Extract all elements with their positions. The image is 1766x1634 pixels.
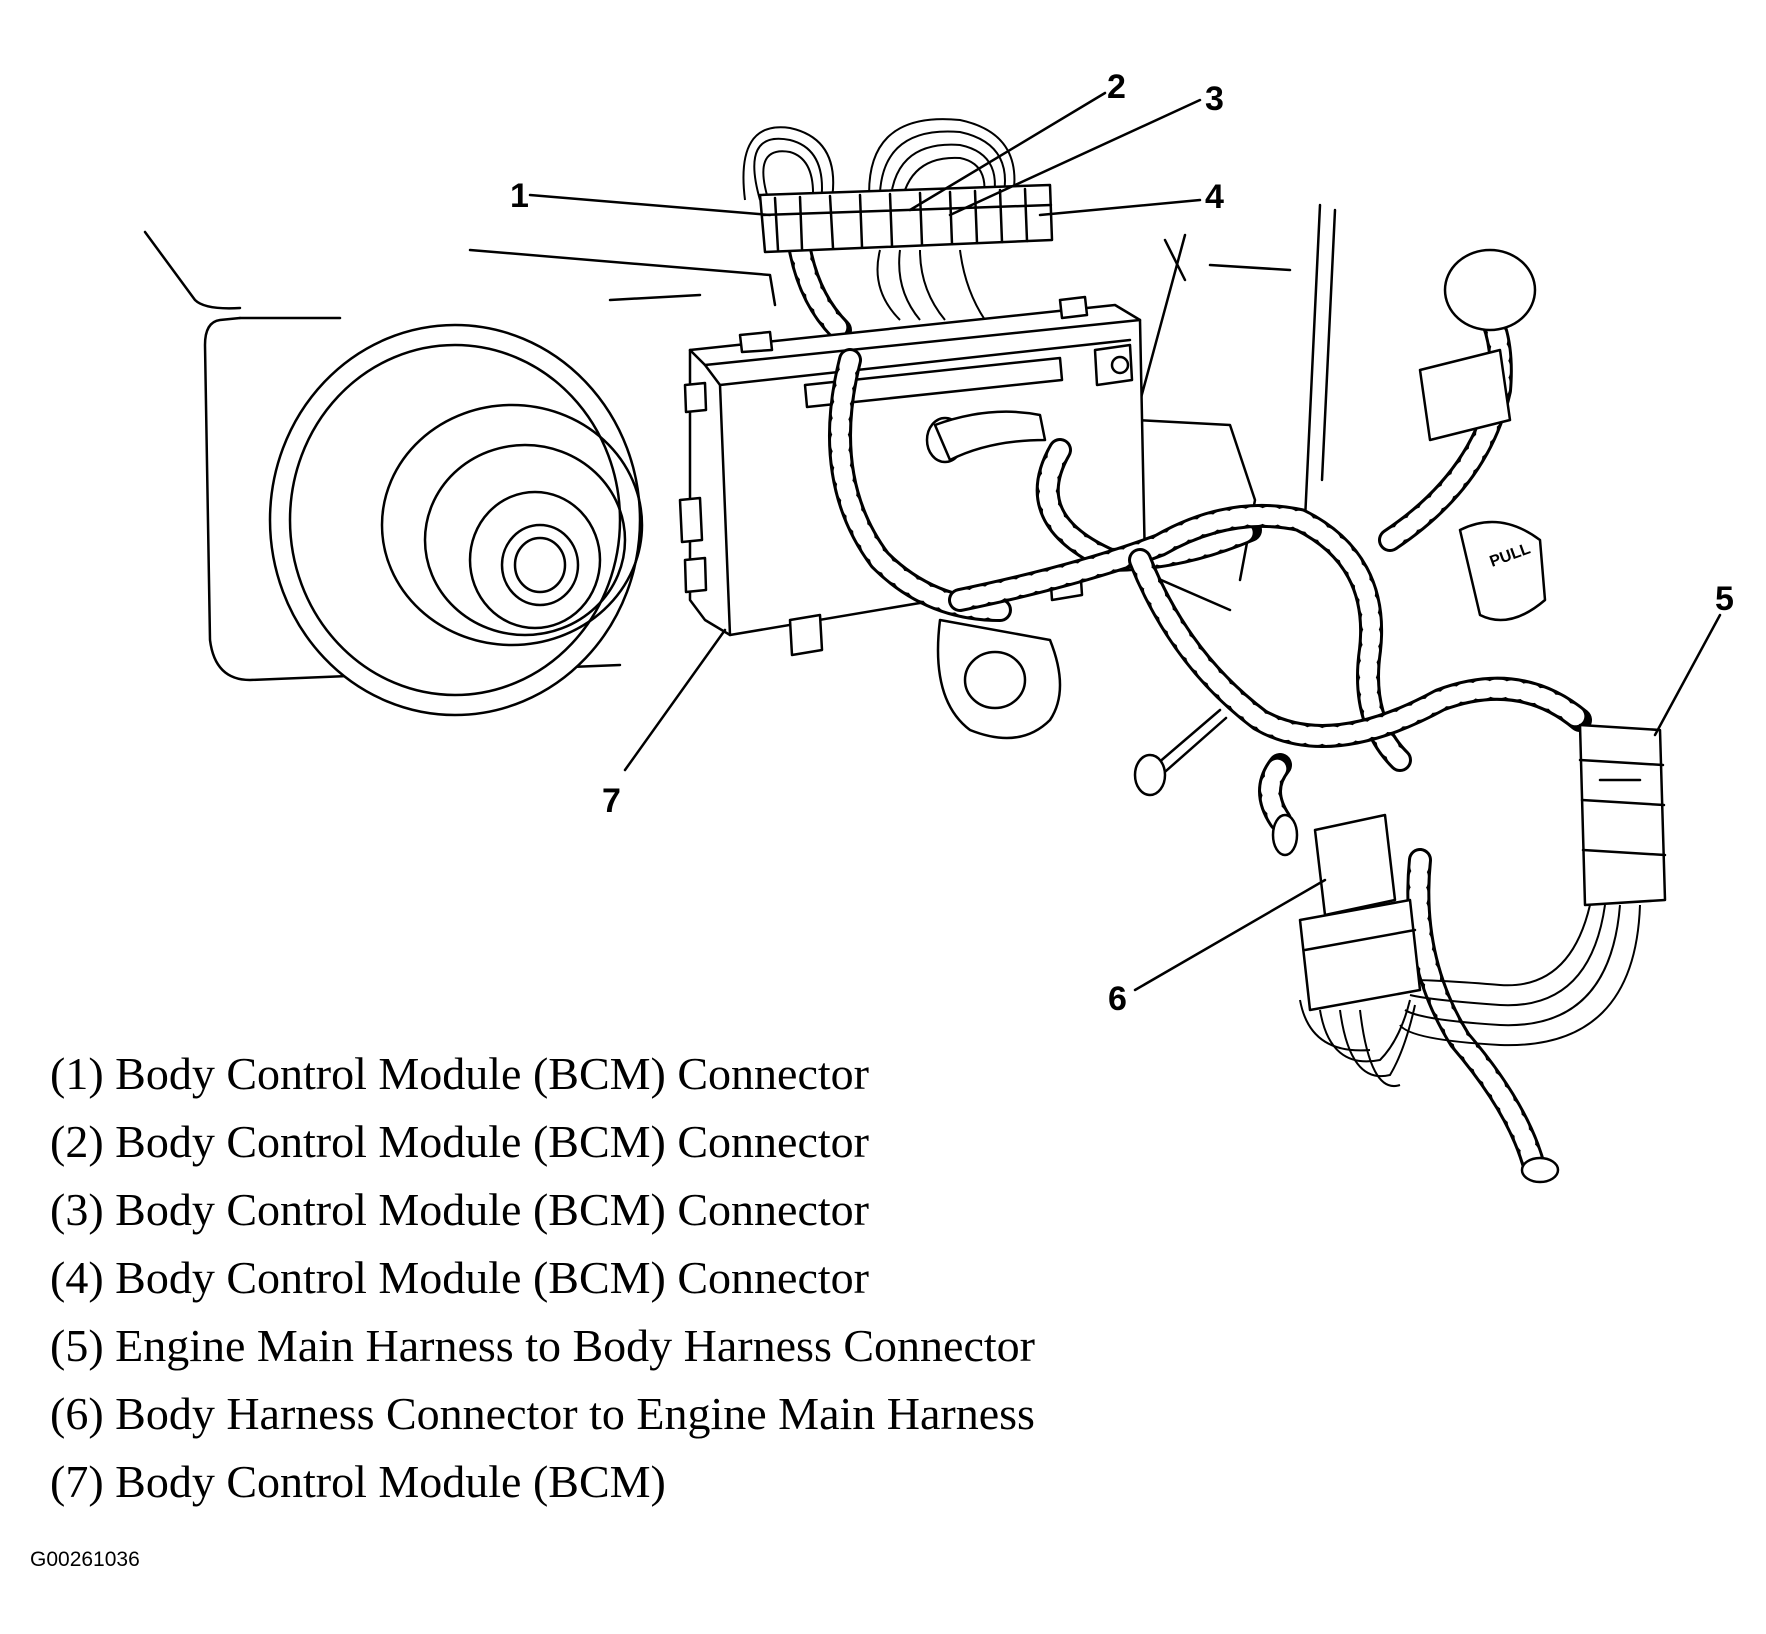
callout-3: 3 — [1205, 80, 1224, 118]
leader-lines — [528, 91, 1722, 992]
legend-item-7: (7) Body Control Module (BCM) — [50, 1456, 666, 1507]
callout-5: 5 — [1715, 580, 1734, 618]
figure-id: G00261036 — [30, 1548, 140, 1571]
legend-item-3: (3) Body Control Module (BCM) Connector — [50, 1184, 869, 1235]
callout-2: 2 — [1107, 68, 1126, 106]
bcm-connectors — [758, 183, 1054, 254]
callout-7: 7 — [602, 782, 621, 820]
legend-item-6: (6) Body Harness Connector to Engine Mai… — [50, 1388, 1035, 1439]
connector-5 — [1399, 723, 1667, 1047]
legend-list: (1) Body Control Module (BCM) Connector … — [50, 1040, 1035, 1516]
main-harness — [828, 288, 1592, 1184]
legend-item-1: (1) Body Control Module (BCM) Connector — [50, 1048, 869, 1099]
legend-item-5: (5) Engine Main Harness to Body Harness … — [50, 1320, 1035, 1371]
callout-4: 4 — [1205, 178, 1224, 216]
mounting-stud — [1133, 708, 1228, 797]
legend-item-4: (4) Body Control Module (BCM) Connector — [50, 1252, 869, 1303]
connector-6 — [1258, 753, 1422, 1088]
pull-bracket: PULL — [1418, 248, 1547, 622]
body-control-module — [678, 295, 1147, 657]
callout-1: 1 — [510, 177, 529, 215]
blower-motor — [268, 323, 644, 717]
callout-6: 6 — [1108, 980, 1127, 1018]
legend-item-2: (2) Body Control Module (BCM) Connector — [50, 1116, 869, 1167]
blower-housing — [143, 230, 777, 682]
upper-wire-bundles — [742, 118, 1016, 342]
